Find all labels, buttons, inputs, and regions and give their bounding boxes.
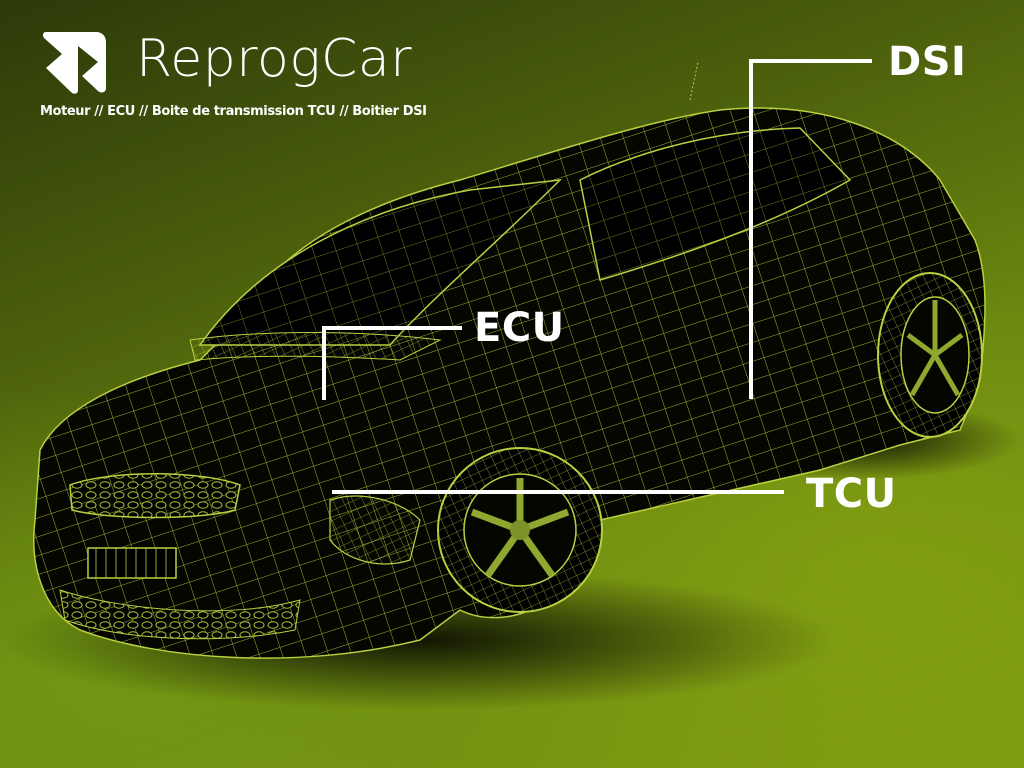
ecu-callout-line-horizontal xyxy=(322,326,462,330)
brand-name: ReprogCar xyxy=(136,29,413,89)
tcu-callout-line-horizontal xyxy=(332,490,784,494)
dsi-callout-label: DSI xyxy=(888,39,967,85)
dsi-callout-line-vertical xyxy=(749,59,753,399)
ecu-callout-label: ECU xyxy=(474,305,565,351)
reprogcar-logo-icon xyxy=(42,32,106,94)
ecu-callout-line-vertical xyxy=(322,326,326,400)
brand-tagline: Moteur // ECU // Boite de transmission T… xyxy=(40,104,427,119)
dsi-callout-line-horizontal xyxy=(749,59,872,63)
tcu-callout-label: TCU xyxy=(806,471,897,517)
